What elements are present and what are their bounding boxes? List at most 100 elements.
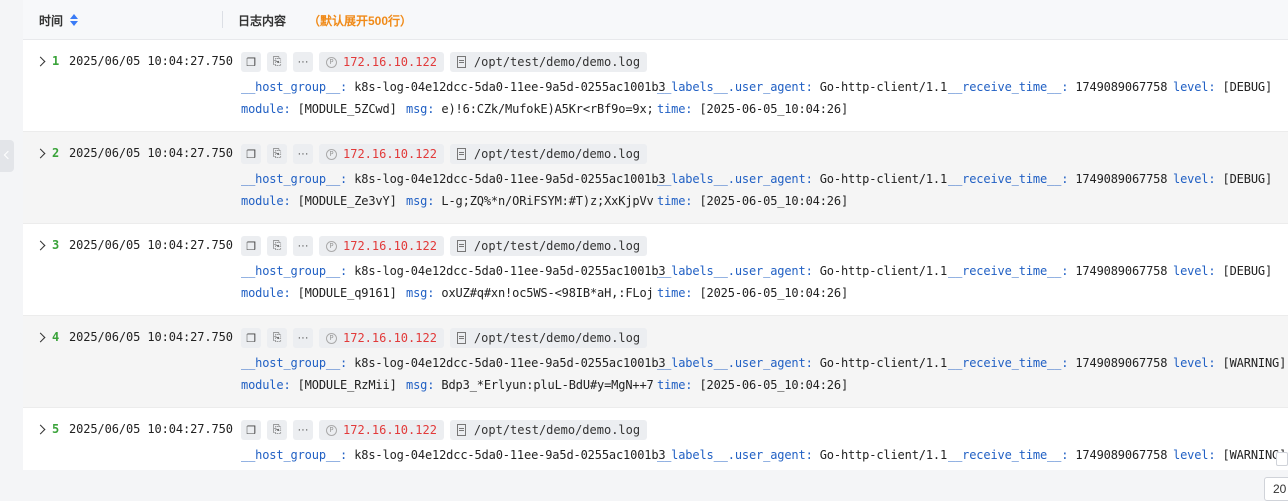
field-value[interactable]: 1749089067758 (1075, 448, 1168, 462)
field-value[interactable]: [DEBUG] (1222, 172, 1273, 186)
context-icon[interactable]: ⎘ (267, 236, 287, 256)
field-key[interactable]: msg: (406, 286, 435, 300)
field-key[interactable]: time: (657, 378, 693, 392)
scrollbar[interactable] (1276, 452, 1288, 466)
field-value[interactable]: 1749089067758 (1075, 264, 1168, 278)
field-key[interactable]: __host_group__: (241, 80, 348, 94)
field-value[interactable]: [2025-06-05_10:04:26] (699, 194, 849, 208)
time-column-header[interactable]: 时间 (39, 12, 79, 29)
field-key[interactable]: level: (1173, 448, 1216, 462)
field-key[interactable]: __labels__.user_agent: (657, 448, 813, 462)
copy-icon[interactable]: ❐ (241, 236, 261, 256)
field-key[interactable]: __receive_time__: (948, 356, 1069, 370)
more-icon[interactable]: ··· (293, 328, 313, 348)
page-size-select[interactable]: 20 (1264, 477, 1288, 501)
field-key[interactable]: level: (1173, 80, 1216, 94)
field-key[interactable]: __host_group__: (241, 264, 348, 278)
field-value[interactable]: k8s-log-04e12dcc-5da0-11ee-9a5d-0255ac10… (354, 264, 666, 278)
field-value[interactable]: Go-http-client/1.1 (819, 448, 948, 462)
field-key[interactable]: level: (1173, 356, 1216, 370)
field-value[interactable]: [WARNING] (1222, 448, 1287, 462)
field-key[interactable]: time: (657, 102, 693, 116)
field-value[interactable]: Go-http-client/1.1 (819, 356, 948, 370)
path-tag[interactable]: /opt/test/demo/demo.log (449, 52, 648, 72)
field-key[interactable]: __host_group__: (241, 448, 348, 462)
field-key[interactable]: module: (241, 102, 291, 116)
path-tag[interactable]: /opt/test/demo/demo.log (449, 236, 648, 256)
field-key[interactable]: __receive_time__: (948, 264, 1069, 278)
copy-icon[interactable]: ❐ (241, 420, 261, 440)
field-key[interactable]: msg: (406, 102, 435, 116)
field-key[interactable]: __host_group__: (241, 172, 348, 186)
field-value[interactable]: [MODULE_q9161] (297, 286, 397, 300)
path-tag[interactable]: /opt/test/demo/demo.log (449, 420, 648, 440)
field-value[interactable]: k8s-log-04e12dcc-5da0-11ee-9a5d-0255ac10… (354, 172, 666, 186)
field-key[interactable]: level: (1173, 264, 1216, 278)
more-icon[interactable]: ··· (293, 420, 313, 440)
field-key[interactable]: msg: (406, 378, 435, 392)
field-value[interactable]: Go-http-client/1.1 (819, 80, 948, 94)
path-tag[interactable]: /opt/test/demo/demo.log (449, 144, 648, 164)
more-icon[interactable]: ··· (293, 144, 313, 164)
collapse-sidebar-tab[interactable] (0, 140, 14, 172)
field-key[interactable]: msg: (406, 194, 435, 208)
chevron-right-icon[interactable] (35, 240, 46, 251)
field-key[interactable]: __receive_time__: (948, 172, 1069, 186)
field-key[interactable]: __receive_time__: (948, 448, 1069, 462)
field-value[interactable]: Go-http-client/1.1 (819, 264, 948, 278)
more-icon[interactable]: ··· (293, 52, 313, 72)
copy-icon[interactable]: ❐ (241, 52, 261, 72)
path-tag[interactable]: /opt/test/demo/demo.log (449, 328, 648, 348)
field-value[interactable]: [DEBUG] (1222, 80, 1273, 94)
chevron-right-icon[interactable] (35, 424, 46, 435)
field-key[interactable]: level: (1173, 172, 1216, 186)
chevron-right-icon[interactable] (35, 148, 46, 159)
context-icon[interactable]: ⎘ (267, 328, 287, 348)
field-key[interactable]: __labels__.user_agent: (657, 80, 813, 94)
context-icon[interactable]: ⎘ (267, 144, 287, 164)
more-icon[interactable]: ··· (293, 236, 313, 256)
field-key[interactable]: __labels__.user_agent: (657, 172, 813, 186)
column-divider[interactable] (222, 11, 223, 28)
field-value[interactable]: 1749089067758 (1075, 172, 1168, 186)
field-value[interactable]: k8s-log-04e12dcc-5da0-11ee-9a5d-0255ac10… (354, 356, 666, 370)
field-key[interactable]: __receive_time__: (948, 80, 1069, 94)
field-value[interactable]: [MODULE_Ze3vY] (297, 194, 397, 208)
field-value[interactable]: [MODULE_RzMii] (297, 378, 397, 392)
field-value[interactable]: [DEBUG] (1222, 264, 1273, 278)
field-value[interactable]: k8s-log-04e12dcc-5da0-11ee-9a5d-0255ac10… (354, 80, 666, 94)
field-key[interactable]: time: (657, 194, 693, 208)
chevron-right-icon[interactable] (35, 332, 46, 343)
field-key[interactable]: __labels__.user_agent: (657, 356, 813, 370)
field-value[interactable]: [2025-06-05_10:04:26] (699, 286, 849, 300)
copy-icon[interactable]: ❐ (241, 144, 261, 164)
field-value[interactable]: [2025-06-05_10:04:26] (699, 378, 849, 392)
field-key[interactable]: __host_group__: (241, 356, 348, 370)
sort-icon[interactable] (69, 13, 79, 28)
field-value[interactable]: [2025-06-05_10:04:26] (699, 102, 849, 116)
copy-icon[interactable]: ❐ (241, 328, 261, 348)
context-icon[interactable]: ⎘ (267, 420, 287, 440)
field-key[interactable]: module: (241, 194, 291, 208)
field-key[interactable]: time: (657, 286, 693, 300)
field-value[interactable]: oxUZ#q#xn!oc5WS-<98IB*aH,:FLoj (441, 286, 654, 300)
field-value[interactable]: [WARNING] (1222, 356, 1287, 370)
field-value[interactable]: L-g;ZQ%*n/ORiFSYM:#T)z;XxKjpVv (441, 194, 654, 208)
field-value[interactable]: k8s-log-04e12dcc-5da0-11ee-9a5d-0255ac10… (354, 448, 666, 462)
field-value[interactable]: Bdp3_*Erlyun:pluL-BdU#y=MgN++7 (441, 378, 654, 392)
field-value[interactable]: e)!6:CZk/MufokE)A5Kr<rBf9o=9x; (441, 102, 654, 116)
field-key[interactable]: module: (241, 378, 291, 392)
field-value[interactable]: [MODULE_5ZCwd] (297, 102, 397, 116)
field-value[interactable]: 1749089067758 (1075, 356, 1168, 370)
field-value[interactable]: Go-http-client/1.1 (819, 172, 948, 186)
context-icon[interactable]: ⎘ (267, 52, 287, 72)
field-key[interactable]: module: (241, 286, 291, 300)
chevron-right-icon[interactable] (35, 56, 46, 67)
field-key[interactable]: __labels__.user_agent: (657, 264, 813, 278)
field-value[interactable]: 1749089067758 (1075, 80, 1168, 94)
